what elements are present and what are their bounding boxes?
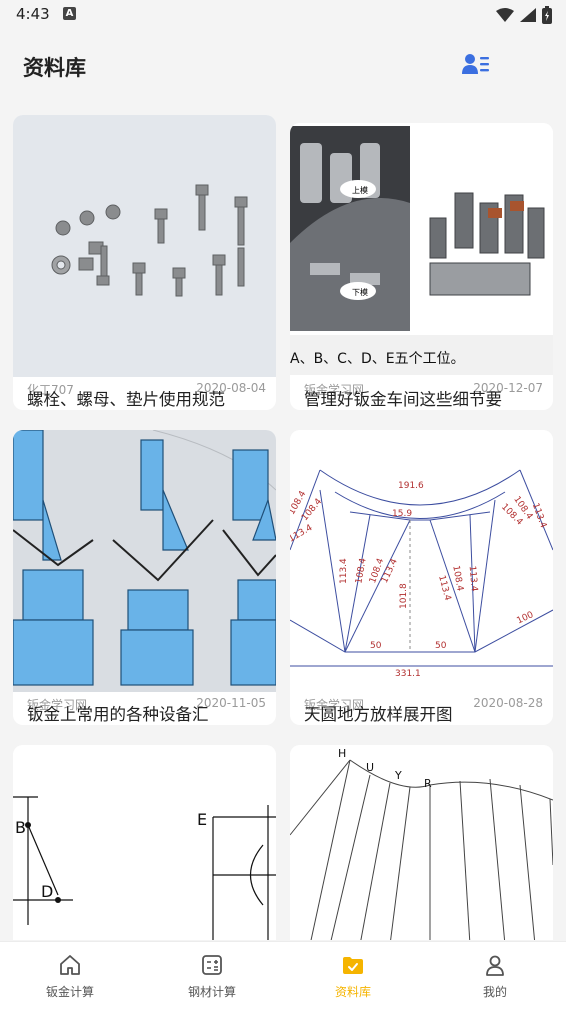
dimension-label: 113.4 — [467, 565, 479, 592]
article-source: 钣金学习网 — [304, 698, 365, 712]
nav-label: 资料库 — [334, 985, 371, 999]
status-bar: 4:43 A — [0, 0, 566, 30]
article-source: 钣金学习网 — [304, 383, 365, 397]
nav-item-steel-calc[interactable]: 钢材计算 — [142, 942, 282, 1009]
page-title: 资料库 — [23, 56, 86, 80]
nav-label: 钢材计算 — [187, 985, 236, 999]
article-grid: 化工707 2020-08-04 螺栓、螺母、垫片使用规范 上模 下模 — [13, 115, 553, 940]
user-list-button[interactable] — [462, 52, 492, 78]
image-caption: A、B、C、D、E五个工位。 — [290, 351, 465, 367]
development-drawing: 191.6 108.4 108.4 113.4 15.9 108.4 108.4… — [290, 430, 553, 692]
nav-item-mine[interactable]: 我的 — [425, 942, 565, 1009]
article-source: 化工707 — [27, 383, 74, 397]
article-card[interactable]: H U Y R — [290, 745, 553, 940]
dimension-label: 191.6 — [398, 481, 424, 491]
article-title: 螺栓、螺母、垫片使用规范 — [27, 390, 225, 409]
point-label: H — [338, 747, 346, 760]
person-icon — [486, 955, 504, 976]
user-list-icon — [462, 54, 489, 74]
dimension-label: 101.8 — [399, 583, 409, 609]
article-date: 2020-08-28 — [473, 696, 543, 710]
point-label: E — [197, 810, 207, 829]
bottom-navigation: 钣金计算 钢材计算 资料库 我的 — [0, 941, 566, 1009]
image-label: 下模 — [352, 287, 368, 297]
status-indicators — [496, 6, 552, 24]
home-icon — [60, 955, 80, 975]
point-label: R — [424, 777, 432, 790]
nav-label: 钣金计算 — [45, 985, 94, 999]
folder-icon — [343, 957, 363, 974]
point-label: Y — [394, 769, 402, 782]
article-date: 2020-12-07 — [473, 381, 543, 395]
nav-item-sheet-metal-calc[interactable]: 钣金计算 — [0, 942, 140, 1009]
wifi-icon — [496, 8, 514, 22]
battery-icon — [542, 6, 552, 24]
article-card[interactable]: 钣金学习网 2020-11-05 钣金上常用的各种设备汇 — [13, 430, 276, 725]
article-source: 钣金学习网 — [27, 698, 88, 712]
article-card[interactable]: 化工707 2020-08-04 螺栓、螺母、垫片使用规范 — [13, 115, 276, 410]
dimension-label: 15.9 — [392, 509, 412, 519]
press-brake-diagram — [13, 430, 276, 692]
dimension-label: 108.4 — [450, 565, 464, 592]
notification-icon: A — [63, 7, 76, 20]
image-label: 上模 — [352, 185, 368, 195]
article-card[interactable]: B D E — [13, 745, 276, 940]
article-title: 天圆地方放样展开图 — [304, 705, 453, 724]
article-title: 钣金上常用的各种设备汇 — [27, 705, 209, 724]
geometry-drawing-b-d-e: B D E — [13, 745, 276, 940]
nav-label: 我的 — [482, 985, 507, 999]
dimension-label: 113.4 — [339, 558, 349, 584]
article-title: 管理好钣金车间这些细节要 — [304, 390, 502, 409]
nav-item-library[interactable]: 资料库 — [283, 942, 423, 1009]
dimension-label: 50 — [370, 641, 382, 651]
article-card[interactable]: 191.6 108.4 108.4 113.4 15.9 108.4 108.4… — [290, 430, 553, 725]
dimension-label: 108.4 — [354, 557, 368, 584]
point-label: U — [366, 761, 374, 774]
turret-tooling-photo: 上模 下模 A、B、C、D、E五个工位。 — [290, 123, 553, 375]
app-header: 资料库 — [0, 40, 566, 92]
curve-development-drawing: H U Y R — [290, 745, 553, 940]
dimension-label: 50 — [435, 641, 447, 651]
status-time: 4:43 — [16, 5, 50, 23]
article-card[interactable]: 上模 下模 A、B、C、D、E五个工位。 钣金学习网 2020-12-07 管理… — [290, 123, 553, 410]
dimension-label: 331.1 — [395, 669, 421, 679]
article-date: 2020-11-05 — [196, 696, 266, 710]
signal-icon — [520, 8, 536, 22]
point-label: D — [41, 882, 53, 901]
article-date: 2020-08-04 — [196, 381, 266, 395]
calculator-icon — [202, 955, 222, 975]
bolts-photo — [13, 115, 276, 377]
point-label: B — [15, 818, 26, 837]
